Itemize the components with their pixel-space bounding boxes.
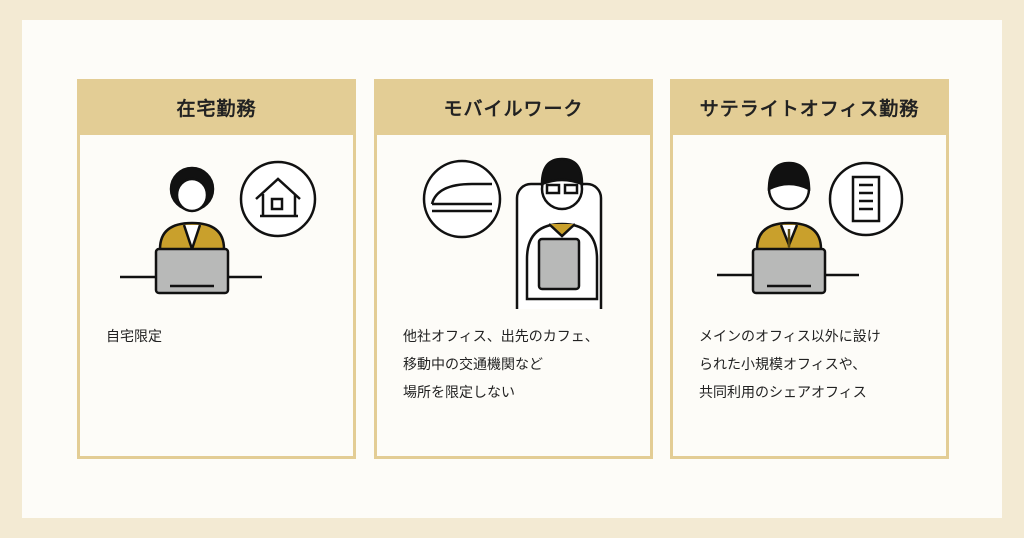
man-with-laptop-and-building-icon [717,161,904,295]
card-satellite-office: サテライトオフィス勤務 メインのオフィス以外に設け られた小規模オフィスや、 共… [670,79,949,459]
card-mobile-work: モバイルワーク 他社オフィス、出先のカフェ、 移動中の交通機関など 場所を限定し… [374,79,653,459]
card-description: メインのオフィス以外に設け られた小規模オフィスや、 共同利用のシェアオフィス [699,329,881,401]
woman-with-laptop-and-house-icon [120,160,317,295]
card-home-work: 在宅勤務 自宅限定 [77,79,356,459]
card-title: モバイルワーク [374,79,653,135]
card-title: サテライトオフィス勤務 [670,79,949,135]
card-description: 他社オフィス、出先のカフェ、 移動中の交通機関など 場所を限定しない [403,329,599,401]
card-title: 在宅勤務 [77,79,356,135]
man-on-train-with-tablet-icon [422,157,603,309]
card-description: 自宅限定 [106,329,162,345]
